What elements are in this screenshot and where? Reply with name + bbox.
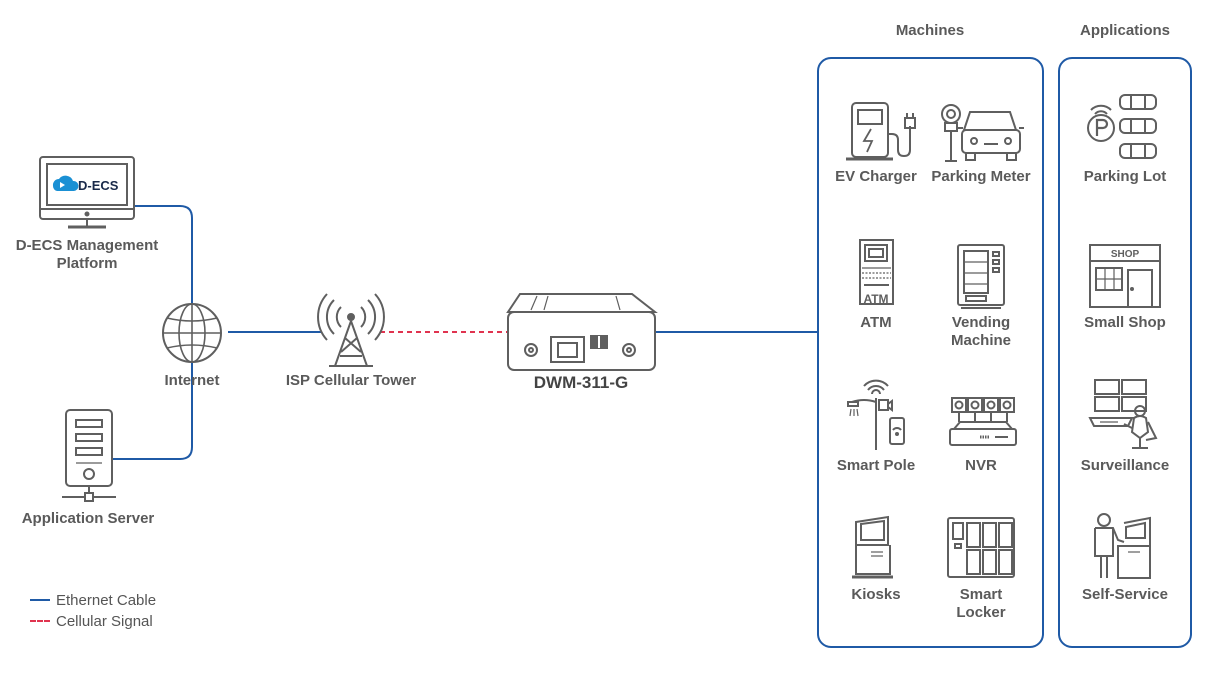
kiosk-icon [852, 515, 893, 579]
applications-panel [1058, 57, 1192, 648]
surveillance-icon [1088, 379, 1158, 449]
nvr-label: NVR [965, 457, 997, 474]
parking-meter-label: Parking Meter [931, 168, 1031, 185]
machines-header: Machines [895, 22, 965, 39]
smart-locker-label: Smart Locker [931, 586, 1031, 622]
smart-pole-icon [847, 379, 905, 450]
shop-sign-text: SHOP [1111, 249, 1140, 260]
legend-cellular: Cellular Signal [30, 611, 153, 631]
server-label: Application Server [21, 510, 155, 527]
platform-label: D-ECS Management Platform [0, 237, 174, 273]
server-icon [62, 409, 116, 502]
legend-ethernet-label: Ethernet Cable [56, 591, 157, 609]
parking-lot-icon [1087, 94, 1157, 159]
smart-pole-label: Smart Pole [836, 457, 916, 474]
legend-cellular-swatch [30, 620, 50, 622]
small-shop-label: Small Shop [1084, 314, 1166, 331]
shop-icon [1089, 244, 1161, 308]
link-internet-server [112, 362, 193, 460]
decs-logo-text: D-ECS [78, 178, 119, 193]
ev-charger-icon [846, 102, 916, 161]
surveillance-label: Surveillance [1080, 457, 1170, 474]
self-service-label: Self-Service [1082, 586, 1168, 603]
ethernet-links [112, 205, 818, 460]
platform-label-line-2: Platform [56, 255, 118, 272]
kiosks-label: Kiosks [851, 586, 901, 603]
vending-machine-label: Vending Machine [931, 314, 1031, 350]
legend-ethernet-swatch [30, 599, 50, 601]
router-device-icon [506, 293, 658, 371]
vending-machine-icon [957, 244, 1005, 309]
internet-label: Internet [164, 372, 220, 389]
vending-label-line-1: Vending [951, 314, 1011, 331]
decs-logo: D-ECS [52, 175, 119, 193]
cellular-tower-icon [317, 293, 385, 367]
vending-label-line-2: Machine [950, 332, 1011, 349]
parking-lot-label: Parking Lot [1083, 168, 1167, 185]
tower-label: ISP Cellular Tower [285, 372, 417, 389]
self-service-icon [1094, 513, 1151, 579]
link-platform-internet [134, 205, 193, 303]
parking-meter-icon [941, 104, 1024, 162]
smart-locker-icon [947, 517, 1015, 578]
applications-header: Applications [1079, 22, 1170, 39]
atm-label: ATM [860, 314, 892, 331]
machines-panel [817, 57, 1044, 648]
ev-charger-label: EV Charger [835, 168, 917, 185]
device-label: DWM-311-G [533, 373, 629, 392]
atm-icon [859, 239, 894, 305]
legend-cellular-label: Cellular Signal [56, 612, 153, 630]
nvr-icon [949, 397, 1017, 446]
platform-label-line-1: D-ECS Management [15, 237, 159, 254]
atm-icon-text: ATM [863, 292, 888, 306]
locker-label-line-2: Locker [956, 604, 1006, 621]
legend-ethernet: Ethernet Cable [30, 590, 156, 610]
globe-icon [162, 303, 222, 363]
locker-label-line-1: Smart [959, 586, 1003, 603]
